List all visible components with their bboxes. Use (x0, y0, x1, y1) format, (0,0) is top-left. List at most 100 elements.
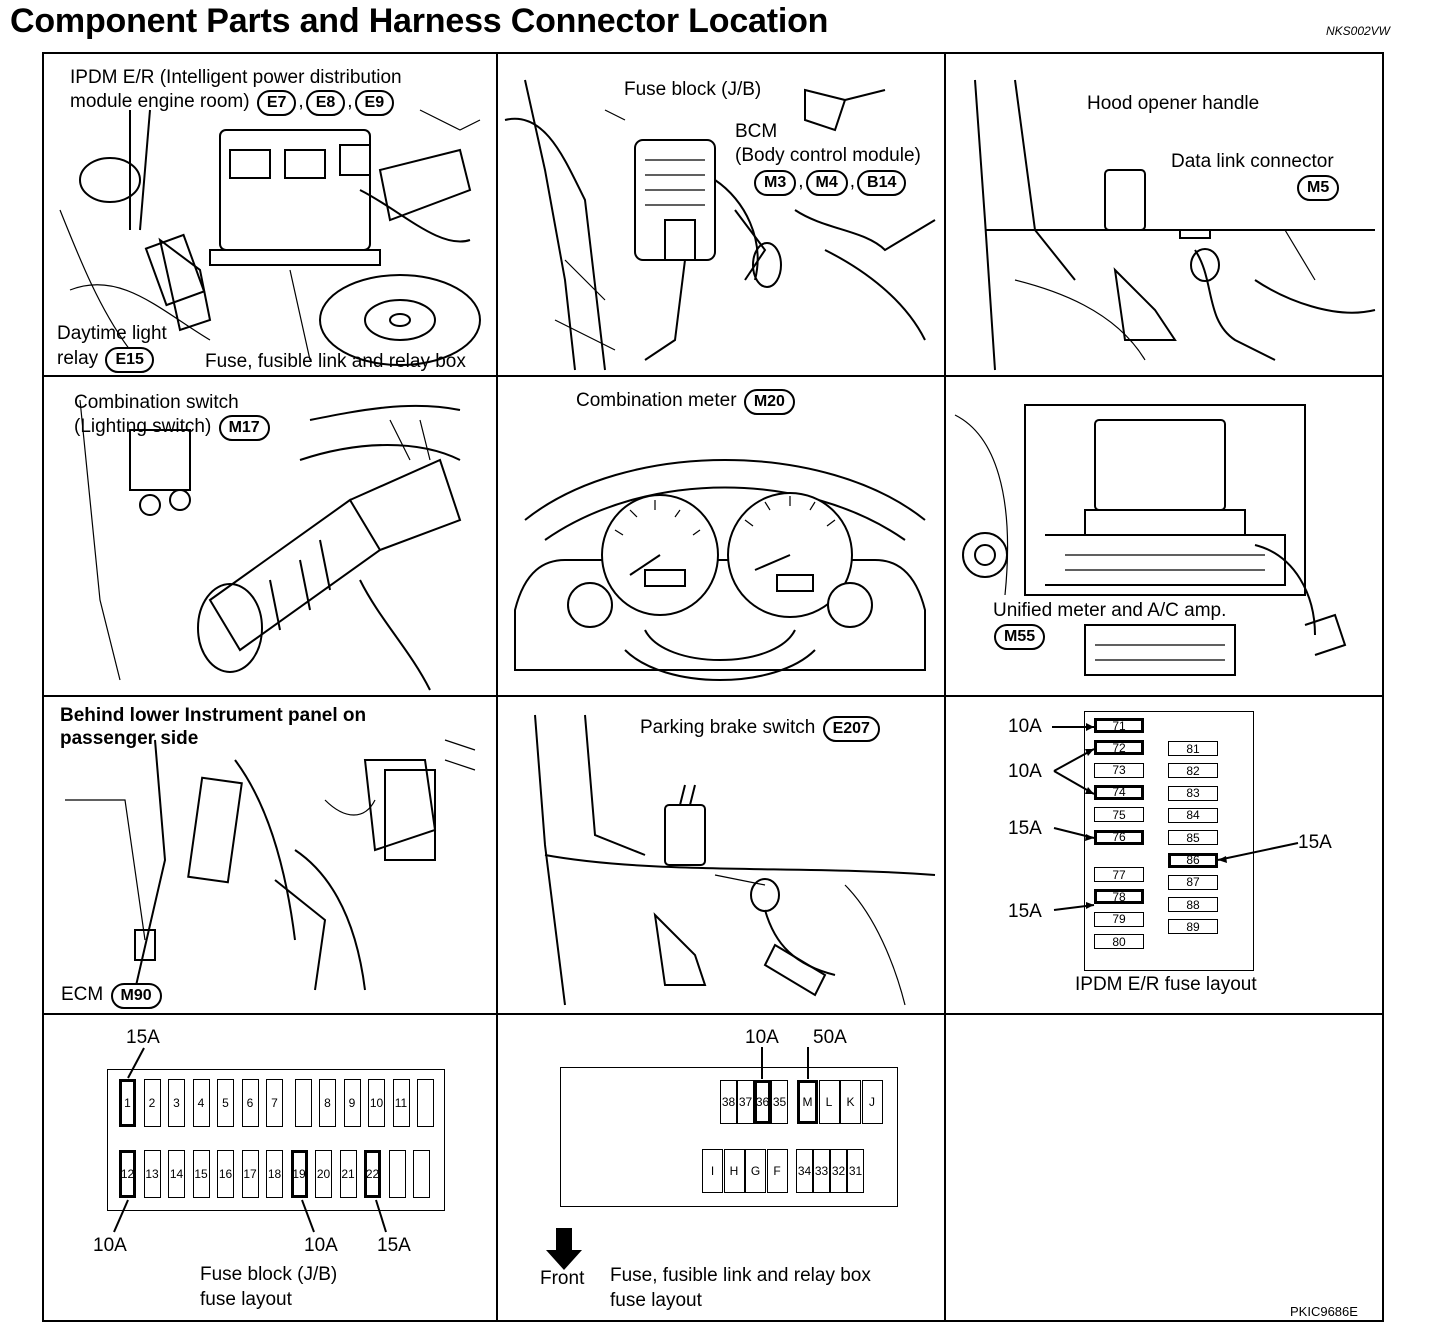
fuse-slot: 19 (290, 1150, 308, 1198)
connector-badge: M55 (994, 624, 1046, 650)
connector-badge: M3 (754, 170, 797, 196)
fuse-slot: 78 (1094, 889, 1144, 905)
ecm-location-line2: passenger side (60, 728, 199, 749)
fuse-slot: 72 (1094, 740, 1144, 756)
parking-brake-illustration (534, 714, 936, 1006)
connector-badge: E8 (305, 90, 346, 116)
fuse-slot: 5 (217, 1079, 234, 1127)
unified-meter-label: Unified meter and A/C amp. (993, 600, 1227, 621)
fuse-slot: 38 (720, 1080, 737, 1124)
ipdm-label-line1: IPDM E/R (Intelligent power distribution (70, 67, 402, 88)
connector-badge: B14 (857, 170, 907, 196)
fuse-slot: 33 (813, 1149, 830, 1193)
connector-badge: M5 (1297, 175, 1340, 201)
fuse-slot: 32 (830, 1149, 847, 1193)
fuse-rating-callout: 15A (1298, 832, 1332, 853)
fuse-rating-callout: 10A (304, 1235, 338, 1256)
connector-badge: E207 (822, 716, 880, 742)
fuse-slot: 9 (343, 1079, 361, 1127)
fuse-slot: 82 (1168, 763, 1218, 779)
fuse-rating-callout: 10A (745, 1027, 779, 1048)
daytime-relay-line2: relay E15 (57, 347, 156, 373)
relay-layout-title-line1: Fuse, fusible link and relay box (610, 1265, 871, 1286)
combo-switch-line2: (Lighting switch) M17 (74, 415, 272, 441)
bcm-label-line2: (Body control module) (735, 145, 921, 166)
connector-badge: M4 (805, 170, 848, 196)
center-console-illustration (954, 404, 1347, 676)
fuse-slot: 85 (1168, 830, 1218, 846)
fuse-rating-callout: 10A (93, 1235, 127, 1256)
jb-layout-title-line2: fuse layout (200, 1289, 292, 1310)
fuse-slot: 14 (168, 1150, 185, 1198)
fuse-rating-callout: 15A (377, 1235, 411, 1256)
fuse-slot: 20 (315, 1150, 332, 1198)
fuse-rating-callout: 50A (813, 1027, 847, 1048)
fuse-slot: 73 (1094, 762, 1144, 778)
unified-meter-connectors: M55 (992, 624, 1047, 650)
fuse-slot: 77 (1094, 867, 1144, 883)
fuse-slot: 74 (1094, 784, 1144, 800)
separator: , (298, 91, 304, 112)
relay-callout-lines (761, 1047, 809, 1079)
fuse-slot (388, 1150, 406, 1198)
fuse-slot: 6 (241, 1079, 259, 1127)
ipdm-fuse-layout-title: IPDM E/R fuse layout (1075, 974, 1257, 995)
fuse-slot: 88 (1168, 897, 1218, 913)
fuse-slot: 15 (192, 1150, 210, 1198)
fuse-slot: 31 (847, 1149, 864, 1193)
fuse-slot: 81 (1168, 741, 1218, 756)
daytime-relay-text: relay (57, 348, 99, 369)
fuse-slot: K (840, 1080, 861, 1124)
fuse-slot: 83 (1168, 785, 1218, 801)
fuse-slot: 12 (119, 1150, 136, 1198)
combo-meter-text: Combination meter (576, 390, 737, 411)
fuse-slot: 80 (1094, 934, 1144, 949)
fuse-rating-callout: 15A (126, 1027, 160, 1048)
fuse-slot: 75 (1094, 807, 1144, 823)
ipdm-callout-lines (1052, 723, 1299, 911)
steering-column-illustration (79, 399, 462, 691)
fuse-slot: I (702, 1149, 723, 1193)
grid-divider (496, 53, 498, 1321)
bcm-connectors: M3,M4,B14 (752, 170, 908, 196)
fuse-slot: 7 (266, 1079, 283, 1127)
fuse-slot: 34 (796, 1149, 813, 1193)
connector-badge: E7 (256, 90, 297, 116)
fuse-slot: 17 (241, 1150, 259, 1198)
ipdm-fuse-box-outline (1084, 711, 1254, 971)
relay-box-outline (560, 1067, 898, 1207)
fuse-slot: 71 (1094, 718, 1144, 733)
front-label: Front (540, 1268, 585, 1289)
daytime-relay-line1: Daytime light (57, 323, 167, 344)
ecm-label: ECM M90 (61, 983, 164, 1009)
dlc-label: Data link connector (1171, 151, 1334, 172)
fuse-slot: 79 (1094, 911, 1144, 927)
jb-layout-title-line1: Fuse block (J/B) (200, 1264, 338, 1285)
diagram-frame (42, 52, 1384, 1322)
connector-badge: M17 (218, 415, 270, 441)
fuse-slot: 8 (319, 1079, 336, 1127)
connector-badge: M20 (743, 389, 795, 415)
fuse-slot: M (797, 1080, 818, 1124)
fuse-slot: 22 (364, 1150, 381, 1198)
engine-room-illustration (59, 109, 481, 366)
fuse-slot: J (861, 1080, 883, 1124)
driver-footwell-illustration (974, 79, 1376, 371)
ecm-location-line1: Behind lower Instrument panel on (60, 705, 367, 726)
dash-fuse-block-illustration (504, 79, 936, 371)
fuse-slot: 37 (737, 1080, 754, 1124)
fuse-rating-callout: 10A (1008, 716, 1042, 737)
ipdm-label-line2: module engine room) E7,E8,E9 (70, 90, 396, 116)
connector-badge: E15 (105, 347, 154, 373)
grid-divider (944, 53, 946, 1321)
fuse-slot: 2 (143, 1079, 161, 1127)
fuse-box-label: Fuse, fusible link and relay box (205, 351, 466, 372)
hood-opener-label: Hood opener handle (1087, 93, 1260, 114)
fuse-block-label: Fuse block (J/B) (624, 79, 762, 100)
fuse-slot: 1 (119, 1079, 136, 1127)
separator: , (849, 171, 856, 192)
fuse-slot: F (766, 1149, 788, 1193)
fuse-slot: 36 (754, 1080, 771, 1124)
fuse-slot: L (818, 1080, 840, 1124)
dlc-connectors: M5 (1295, 175, 1341, 201)
